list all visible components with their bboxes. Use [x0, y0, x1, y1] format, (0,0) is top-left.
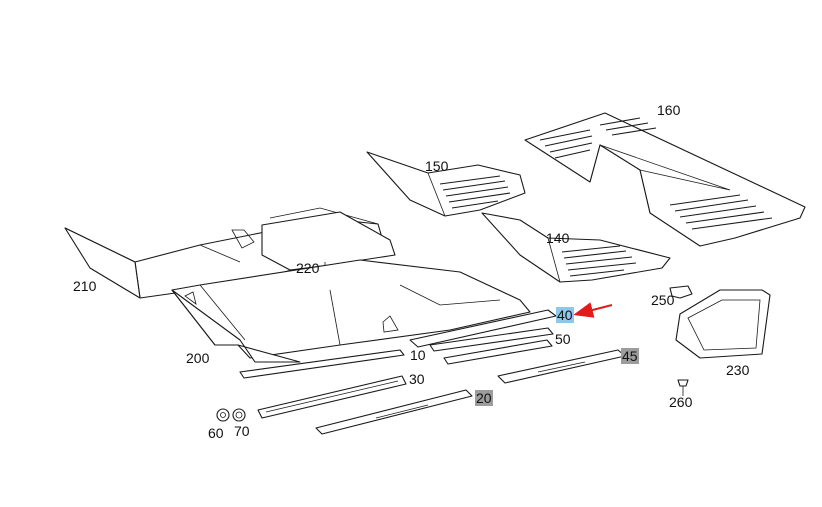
callout-210[interactable]: 210 — [73, 278, 97, 294]
callout-20[interactable]: 20 — [475, 390, 493, 406]
callout-260[interactable]: 260 — [669, 394, 693, 410]
part-250-clip[interactable] — [669, 285, 693, 299]
part-30-sill-strip[interactable] — [257, 375, 407, 419]
callout-50[interactable]: 50 — [555, 331, 571, 347]
part-160-rear-mat[interactable] — [524, 112, 806, 247]
part-20-sill-plate[interactable] — [315, 389, 473, 435]
callout-220[interactable]: 220 — [296, 260, 320, 276]
part-230-trim-panel[interactable] — [675, 289, 771, 359]
callout-60[interactable]: 60 — [208, 425, 224, 441]
part-140-footwell-mat[interactable] — [481, 212, 671, 283]
part-200-main-mat[interactable] — [171, 259, 531, 363]
callout-250[interactable]: 250 — [651, 292, 675, 308]
part-60-nut[interactable] — [216, 408, 230, 422]
callout-160[interactable]: 160 — [657, 102, 681, 118]
part-45-sill-plate[interactable] — [497, 349, 626, 384]
callout-40[interactable]: 40 — [556, 307, 574, 323]
part-70-washer[interactable] — [232, 408, 246, 422]
callout-10[interactable]: 10 — [410, 347, 426, 363]
part-10-sill-strip[interactable] — [239, 349, 405, 379]
callout-140[interactable]: 140 — [546, 230, 570, 246]
part-260-screw[interactable] — [677, 379, 689, 396]
callout-45[interactable]: 45 — [621, 348, 639, 364]
callout-230[interactable]: 230 — [726, 362, 750, 378]
callout-150[interactable]: 150 — [425, 158, 449, 174]
callout-70[interactable]: 70 — [234, 423, 250, 439]
callout-200[interactable]: 200 — [186, 350, 210, 366]
selection-arrow — [573, 302, 613, 318]
callout-30[interactable]: 30 — [409, 371, 425, 387]
part-150-footwell-mat[interactable] — [366, 151, 526, 217]
part-50-sill-strip[interactable] — [429, 327, 554, 365]
